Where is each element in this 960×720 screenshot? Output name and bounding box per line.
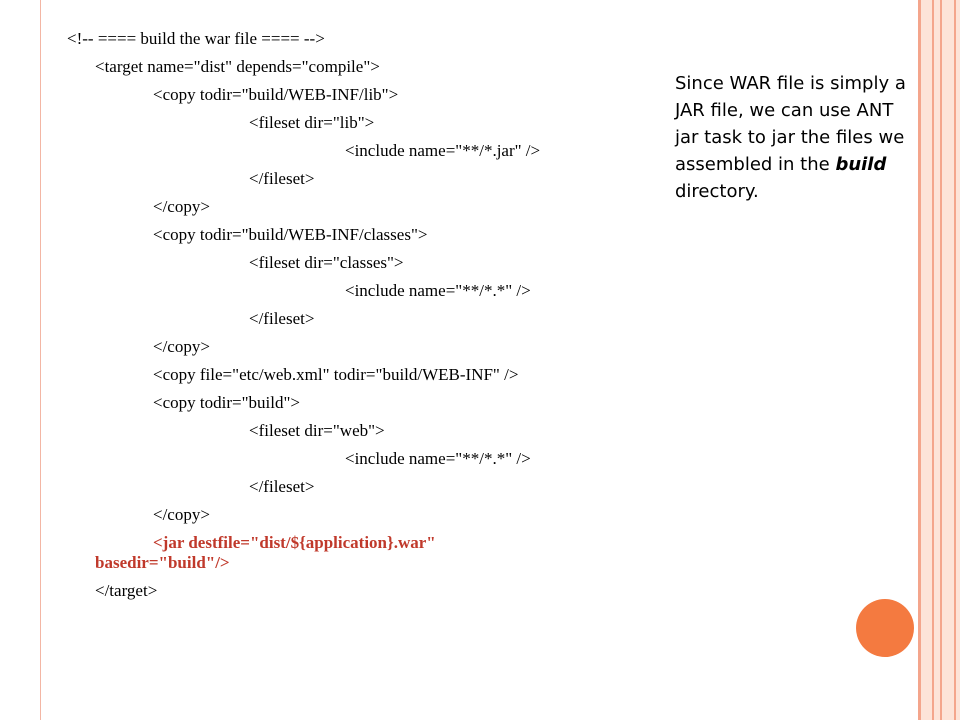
code-line: </fileset>: [249, 169, 315, 188]
code-line: <include name="**/*.jar" />: [345, 141, 541, 160]
decorative-stripe: [921, 0, 932, 720]
left-border-line: [40, 0, 41, 720]
code-line: <copy todir="build">: [153, 393, 300, 412]
code-line: </copy>: [153, 197, 210, 216]
decorative-stripe: [956, 0, 960, 720]
code-line: </fileset>: [249, 309, 315, 328]
decorative-stripe: [934, 0, 940, 720]
decorative-stripe: [940, 0, 942, 720]
code-line-highlighted: <jar destfile="dist/${application}.war": [153, 533, 436, 552]
code-line: <include name="**/*.*" />: [345, 281, 531, 300]
code-line: <fileset dir="lib">: [249, 113, 375, 132]
code-line: <target name="dist" depends="compile">: [95, 57, 380, 76]
decorative-stripe: [932, 0, 934, 720]
decorative-circle: [856, 599, 914, 657]
note-text-end: directory.: [675, 181, 759, 202]
code-line: <include name="**/*.*" />: [345, 449, 531, 468]
code-line: <fileset dir="web">: [249, 421, 385, 440]
note-text: Since WAR file is simply a JAR file, we …: [675, 73, 906, 175]
decorative-stripe: [954, 0, 956, 720]
code-line: <fileset dir="classes">: [249, 253, 404, 272]
code-line: </copy>: [153, 505, 210, 524]
code-line: <!-- ==== build the war file ==== -->: [67, 29, 325, 48]
code-line: </fileset>: [249, 477, 315, 496]
code-line: </copy>: [153, 337, 210, 356]
code-line: <copy todir="build/WEB-INF/classes">: [153, 225, 428, 244]
code-listing: <!-- ==== build the war file ==== --> <t…: [67, 29, 541, 600]
decorative-stripe: [942, 0, 954, 720]
code-line: <copy file="etc/web.xml" todir="build/WE…: [153, 365, 519, 384]
decorative-stripe: [918, 0, 921, 720]
note-emphasis: build: [835, 154, 887, 175]
code-line-highlighted: basedir="build"/>: [95, 553, 230, 572]
code-line: <copy todir="build/WEB-INF/lib">: [153, 85, 399, 104]
code-line: </target>: [95, 581, 158, 600]
explanation-note: Since WAR file is simply a JAR file, we …: [675, 70, 915, 205]
